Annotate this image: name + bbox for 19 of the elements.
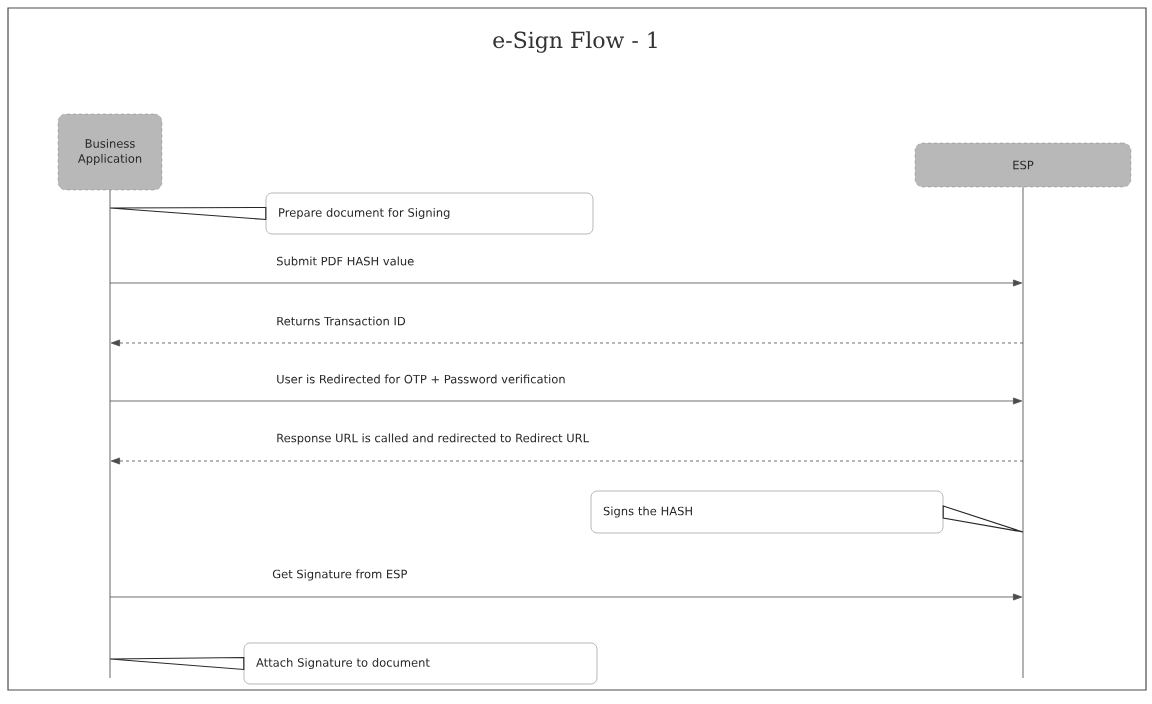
note-callout: Signs the HASH [590, 490, 944, 534]
note-callout: Prepare document for Signing [265, 192, 594, 235]
participant-box: Business Application [57, 113, 163, 191]
message-label: Submit PDF HASH value [276, 256, 414, 266]
title: e-Sign Flow - 1 [493, 31, 657, 53]
message-arrow [110, 457, 1024, 465]
callout-tail [109, 656, 245, 671]
message-label: Get Signature from ESP [272, 569, 407, 581]
callout-tail [942, 505, 1024, 533]
note-callout: Attach Signature to document [243, 642, 598, 685]
message-arrow [110, 339, 1024, 347]
message-label: User is Redirected for OTP + Password verification [277, 374, 565, 384]
message-arrow [109, 397, 1023, 405]
message-label: Response URL is called and redirected to Redirect URL [277, 433, 589, 445]
callout-tail [109, 206, 267, 221]
message-arrow [109, 593, 1023, 601]
participant-box: ESP [914, 142, 1132, 188]
message-arrow [109, 279, 1023, 287]
message-label: Returns Transaction ID [277, 316, 406, 326]
